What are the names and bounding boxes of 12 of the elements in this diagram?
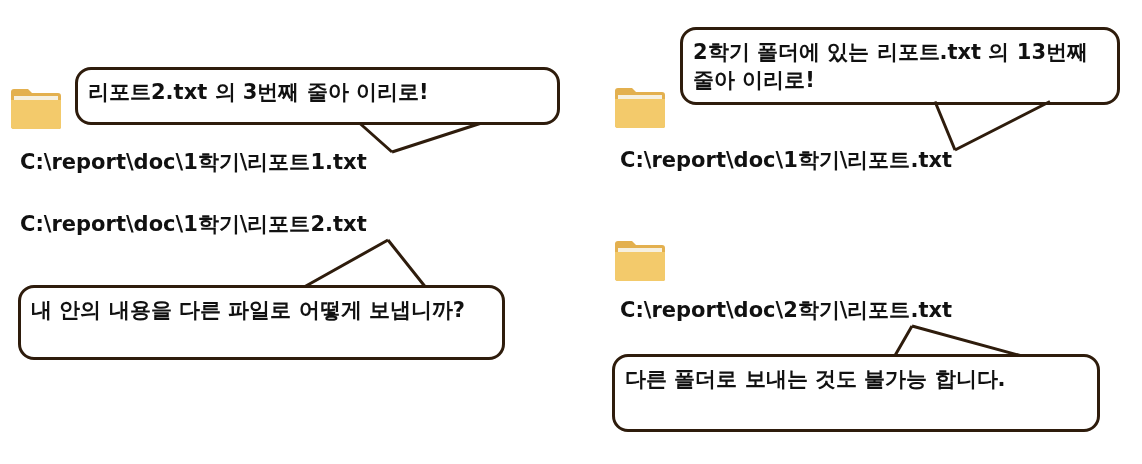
file-path: C:\report\doc\1학기\리포트2.txt bbox=[20, 210, 460, 240]
speech-bubble: 2학기 폴더에 있는 리포트.txt 의 13번째 줄아 이리로! bbox=[680, 27, 1120, 105]
speech-bubble-tail bbox=[933, 100, 1052, 152]
file-path: C:\report\doc\1학기\리포트.txt bbox=[620, 146, 1050, 176]
speech-bubble: 내 안의 내용을 다른 파일로 어떻게 보냅니까? bbox=[18, 285, 505, 360]
speech-bubble: 리포트2.txt 의 3번째 줄아 이리로! bbox=[75, 67, 560, 125]
speech-bubble: 다른 폴더로 보내는 것도 불가능 합니다. bbox=[612, 354, 1100, 432]
file-path: C:\report\doc\1학기\리포트1.txt bbox=[20, 148, 460, 178]
speech-bubble-tail bbox=[358, 122, 482, 154]
speech-bubble-tail bbox=[893, 324, 1022, 357]
file-path: C:\report\doc\2학기\리포트.txt bbox=[620, 296, 1050, 326]
speech-bubble-tail bbox=[303, 238, 427, 288]
